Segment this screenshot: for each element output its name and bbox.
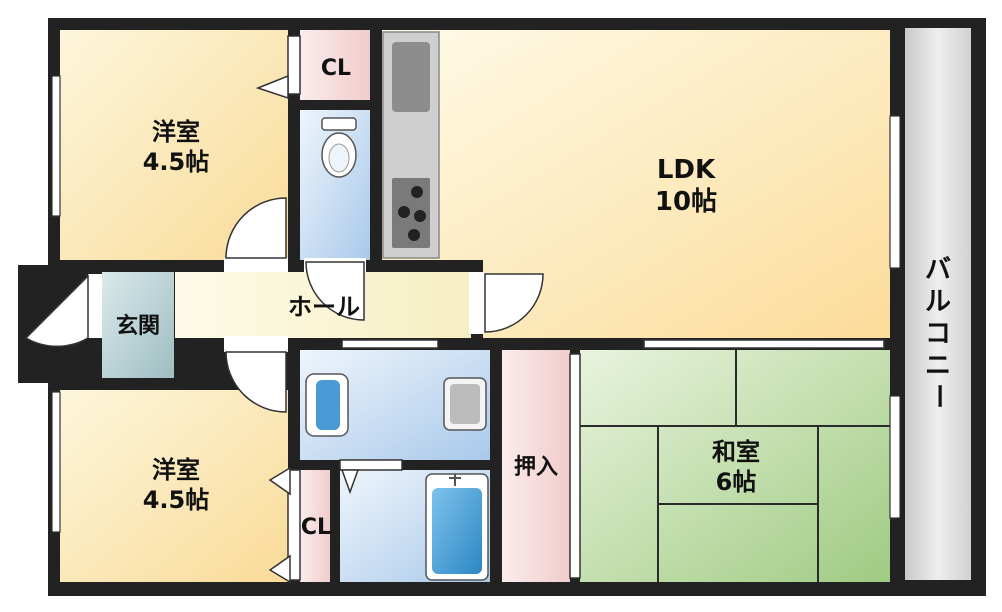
balcony-label: バ ル コ ニ ー (923, 255, 953, 409)
sink-icon (392, 42, 430, 112)
balcony-char: バ (925, 255, 951, 285)
balcony-char: ニ (925, 351, 951, 381)
toilet-icon (321, 117, 357, 178)
closet-top-label: CL (321, 56, 351, 81)
balcony-char: ル (925, 287, 951, 317)
doors (24, 35, 885, 584)
balcony-char: コ (925, 319, 951, 349)
tatami-mats (580, 350, 890, 582)
western-room-bottom-floor (60, 390, 288, 582)
toilet-floor (300, 110, 370, 260)
entrance-label: 玄関 (116, 313, 160, 339)
ldk-size: 10帖 (655, 187, 717, 217)
oshiire-label: 押入 (514, 454, 558, 480)
washbasin-icon (305, 373, 349, 437)
balcony (900, 18, 986, 596)
western-room-top-size: 4.5帖 (143, 148, 210, 176)
washing-machine-icon (443, 377, 487, 431)
bathtub-icon (425, 473, 489, 581)
hall-label: ホール (288, 293, 360, 321)
kitchen-counter (382, 31, 440, 259)
windows (51, 75, 901, 533)
closet-bottom-floor (300, 470, 330, 582)
balcony-char: ー (923, 383, 953, 409)
entrance-floor (102, 272, 174, 378)
western-room-bottom-size: 4.5帖 (143, 486, 210, 514)
western-room-top-name: 洋室 (152, 118, 200, 146)
ldk-name: LDK (657, 155, 716, 185)
western-room-bottom-name: 洋室 (152, 456, 200, 484)
closet-top-floor (300, 30, 370, 100)
closet-bottom-label: CL (301, 515, 331, 540)
japanese-room-size: 6帖 (716, 468, 757, 496)
japanese-room-name: 和室 (712, 438, 760, 466)
oshiire-floor (502, 350, 570, 582)
